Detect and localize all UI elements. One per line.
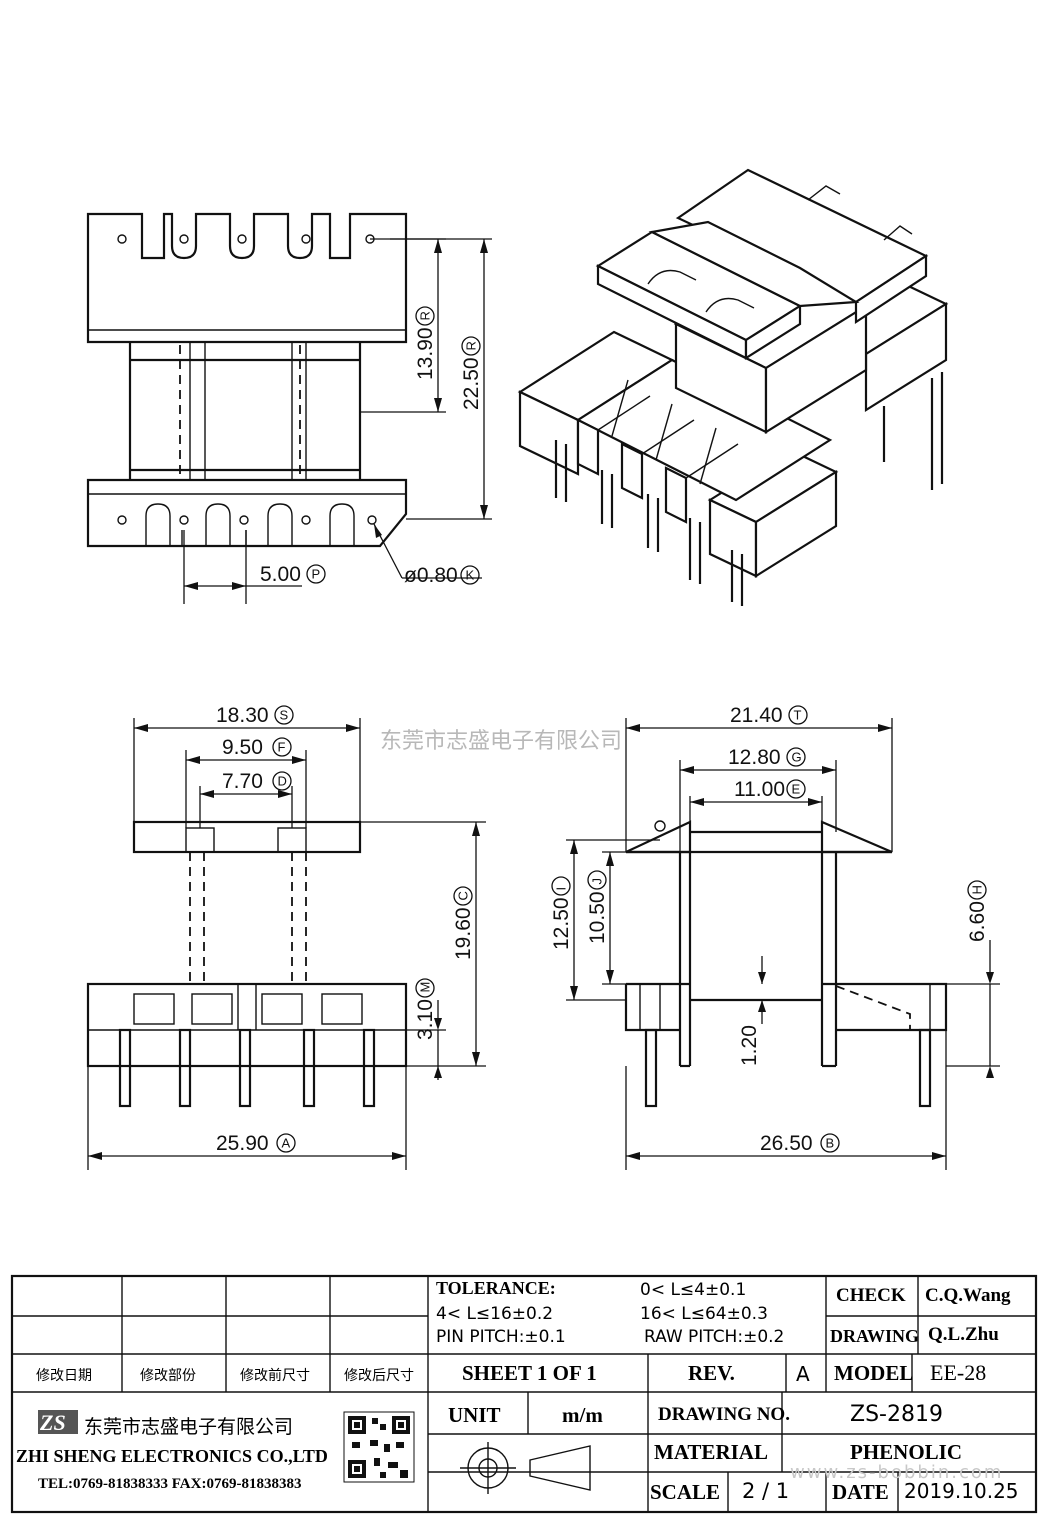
dim-1-20: 1.20 xyxy=(738,1025,761,1066)
dim-0-80: ø0.80 K xyxy=(404,564,480,587)
svg-text:B: B xyxy=(826,1136,835,1151)
dim-7-70: 7.70 D xyxy=(222,770,292,793)
dim-12-80: 12.80 G xyxy=(728,746,806,769)
svg-text:A: A xyxy=(282,1136,291,1151)
dim-3-10: 3.10 M xyxy=(414,978,437,1040)
svg-text:D: D xyxy=(278,774,287,789)
svg-text:R: R xyxy=(464,341,479,350)
svg-text:19.60: 19.60 xyxy=(452,907,475,960)
dim-13-90: 13.90 R xyxy=(414,306,437,380)
svg-text:ø0.80: ø0.80 xyxy=(404,564,458,587)
svg-text:M: M xyxy=(418,982,433,993)
svg-text:10.50: 10.50 xyxy=(586,891,609,944)
dim-10-50: 10.50 J xyxy=(586,870,609,944)
svg-text:12.80: 12.80 xyxy=(728,746,781,769)
isometric-view xyxy=(517,168,949,606)
svg-text:12.50: 12.50 xyxy=(550,897,573,950)
front-view xyxy=(86,718,486,1170)
qr-code xyxy=(343,1411,415,1483)
svg-text:7.70: 7.70 xyxy=(222,770,263,793)
svg-text:K: K xyxy=(466,568,475,583)
watermark-text: 东莞市志盛电子有限公司 xyxy=(380,729,622,754)
dim-18-30: 18.30 S xyxy=(216,704,294,727)
svg-text:1.20: 1.20 xyxy=(738,1025,761,1066)
svg-text:9.50: 9.50 xyxy=(222,736,263,759)
svg-text:E: E xyxy=(792,782,801,797)
svg-text:21.40: 21.40 xyxy=(730,704,783,727)
svg-text:25.90: 25.90 xyxy=(216,1132,269,1155)
dim-5-00: 5.00 P xyxy=(260,563,326,586)
dim-11-00: 11.00 E xyxy=(734,778,806,801)
svg-text:26.50: 26.50 xyxy=(760,1132,813,1155)
svg-text:H: H xyxy=(970,885,985,894)
top-view xyxy=(86,212,492,604)
svg-text:I: I xyxy=(554,887,569,891)
svg-text:P: P xyxy=(312,567,321,582)
svg-text:G: G xyxy=(792,750,802,765)
svg-text:R: R xyxy=(418,311,433,320)
svg-text:22.50: 22.50 xyxy=(460,357,483,410)
svg-text:F: F xyxy=(278,740,286,755)
svg-text:J: J xyxy=(590,878,605,885)
svg-text:C: C xyxy=(456,891,471,900)
dim-26-50: 26.50 B xyxy=(760,1132,840,1155)
dim-21-40: 21.40 T xyxy=(730,704,808,727)
svg-text:3.10: 3.10 xyxy=(414,999,437,1040)
dim-9-50: 9.50 F xyxy=(222,736,292,759)
svg-text:ZS: ZS xyxy=(39,1410,66,1435)
dim-12-50: 12.50 I xyxy=(550,876,573,950)
svg-text:T: T xyxy=(794,708,802,723)
svg-text:13.90: 13.90 xyxy=(414,327,437,380)
dim-25-90: 25.90 A xyxy=(216,1132,296,1155)
svg-text:5.00: 5.00 xyxy=(260,563,301,586)
svg-text:6.60: 6.60 xyxy=(966,901,989,942)
svg-text:S: S xyxy=(280,708,289,723)
svg-text:18.30: 18.30 xyxy=(216,704,269,727)
dim-22-50: 22.50 R xyxy=(460,336,483,410)
title-block: ZS xyxy=(10,1274,1038,1514)
svg-text:11.00: 11.00 xyxy=(734,778,785,801)
company-logo: ZS xyxy=(38,1410,78,1435)
side-view xyxy=(566,718,1000,1170)
dim-6-60: 6.60 H xyxy=(966,880,989,942)
dim-19-60: 19.60 C xyxy=(452,886,475,960)
